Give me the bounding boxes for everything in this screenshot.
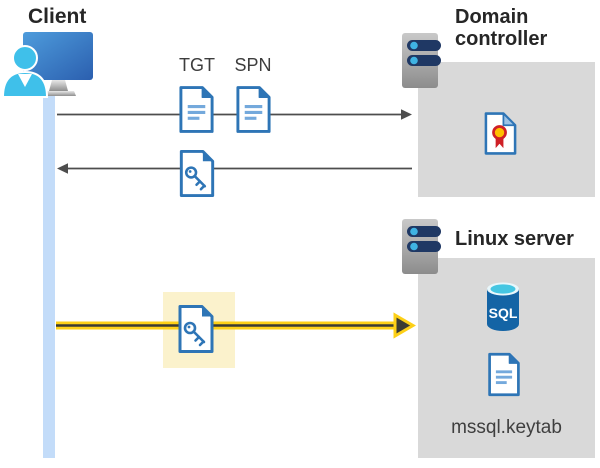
tgt-label: TGT [179, 55, 215, 75]
spn-label: SPN [234, 55, 272, 75]
keytab-document-icon [488, 352, 520, 397]
keytab-label: mssql.keytab [451, 417, 562, 438]
sql-auth-arrow [56, 312, 416, 339]
client-label: Client [28, 5, 87, 28]
tgt-document-icon [179, 86, 214, 133]
domain-controller-server-icon [402, 33, 441, 88]
ticket-key-document-icon [179, 149, 215, 198]
key-icon [183, 321, 206, 347]
linux-server-icon [402, 219, 441, 274]
domain-controller-label: Domain controller [455, 6, 548, 50]
linux-server-label: Linux server [455, 228, 574, 250]
person-icon [12, 45, 38, 71]
key-icon [184, 166, 207, 191]
sql-database-icon: SQL [487, 282, 519, 331]
keytab-key-document-icon [178, 305, 214, 353]
certificate-icon [484, 112, 517, 155]
client-icon [2, 32, 93, 98]
ticket-response-arrow [57, 163, 412, 174]
sql-label: SQL [489, 305, 518, 321]
client-lifeline [43, 92, 55, 458]
spn-document-icon [236, 86, 271, 133]
ticket-request-arrow [57, 109, 412, 120]
